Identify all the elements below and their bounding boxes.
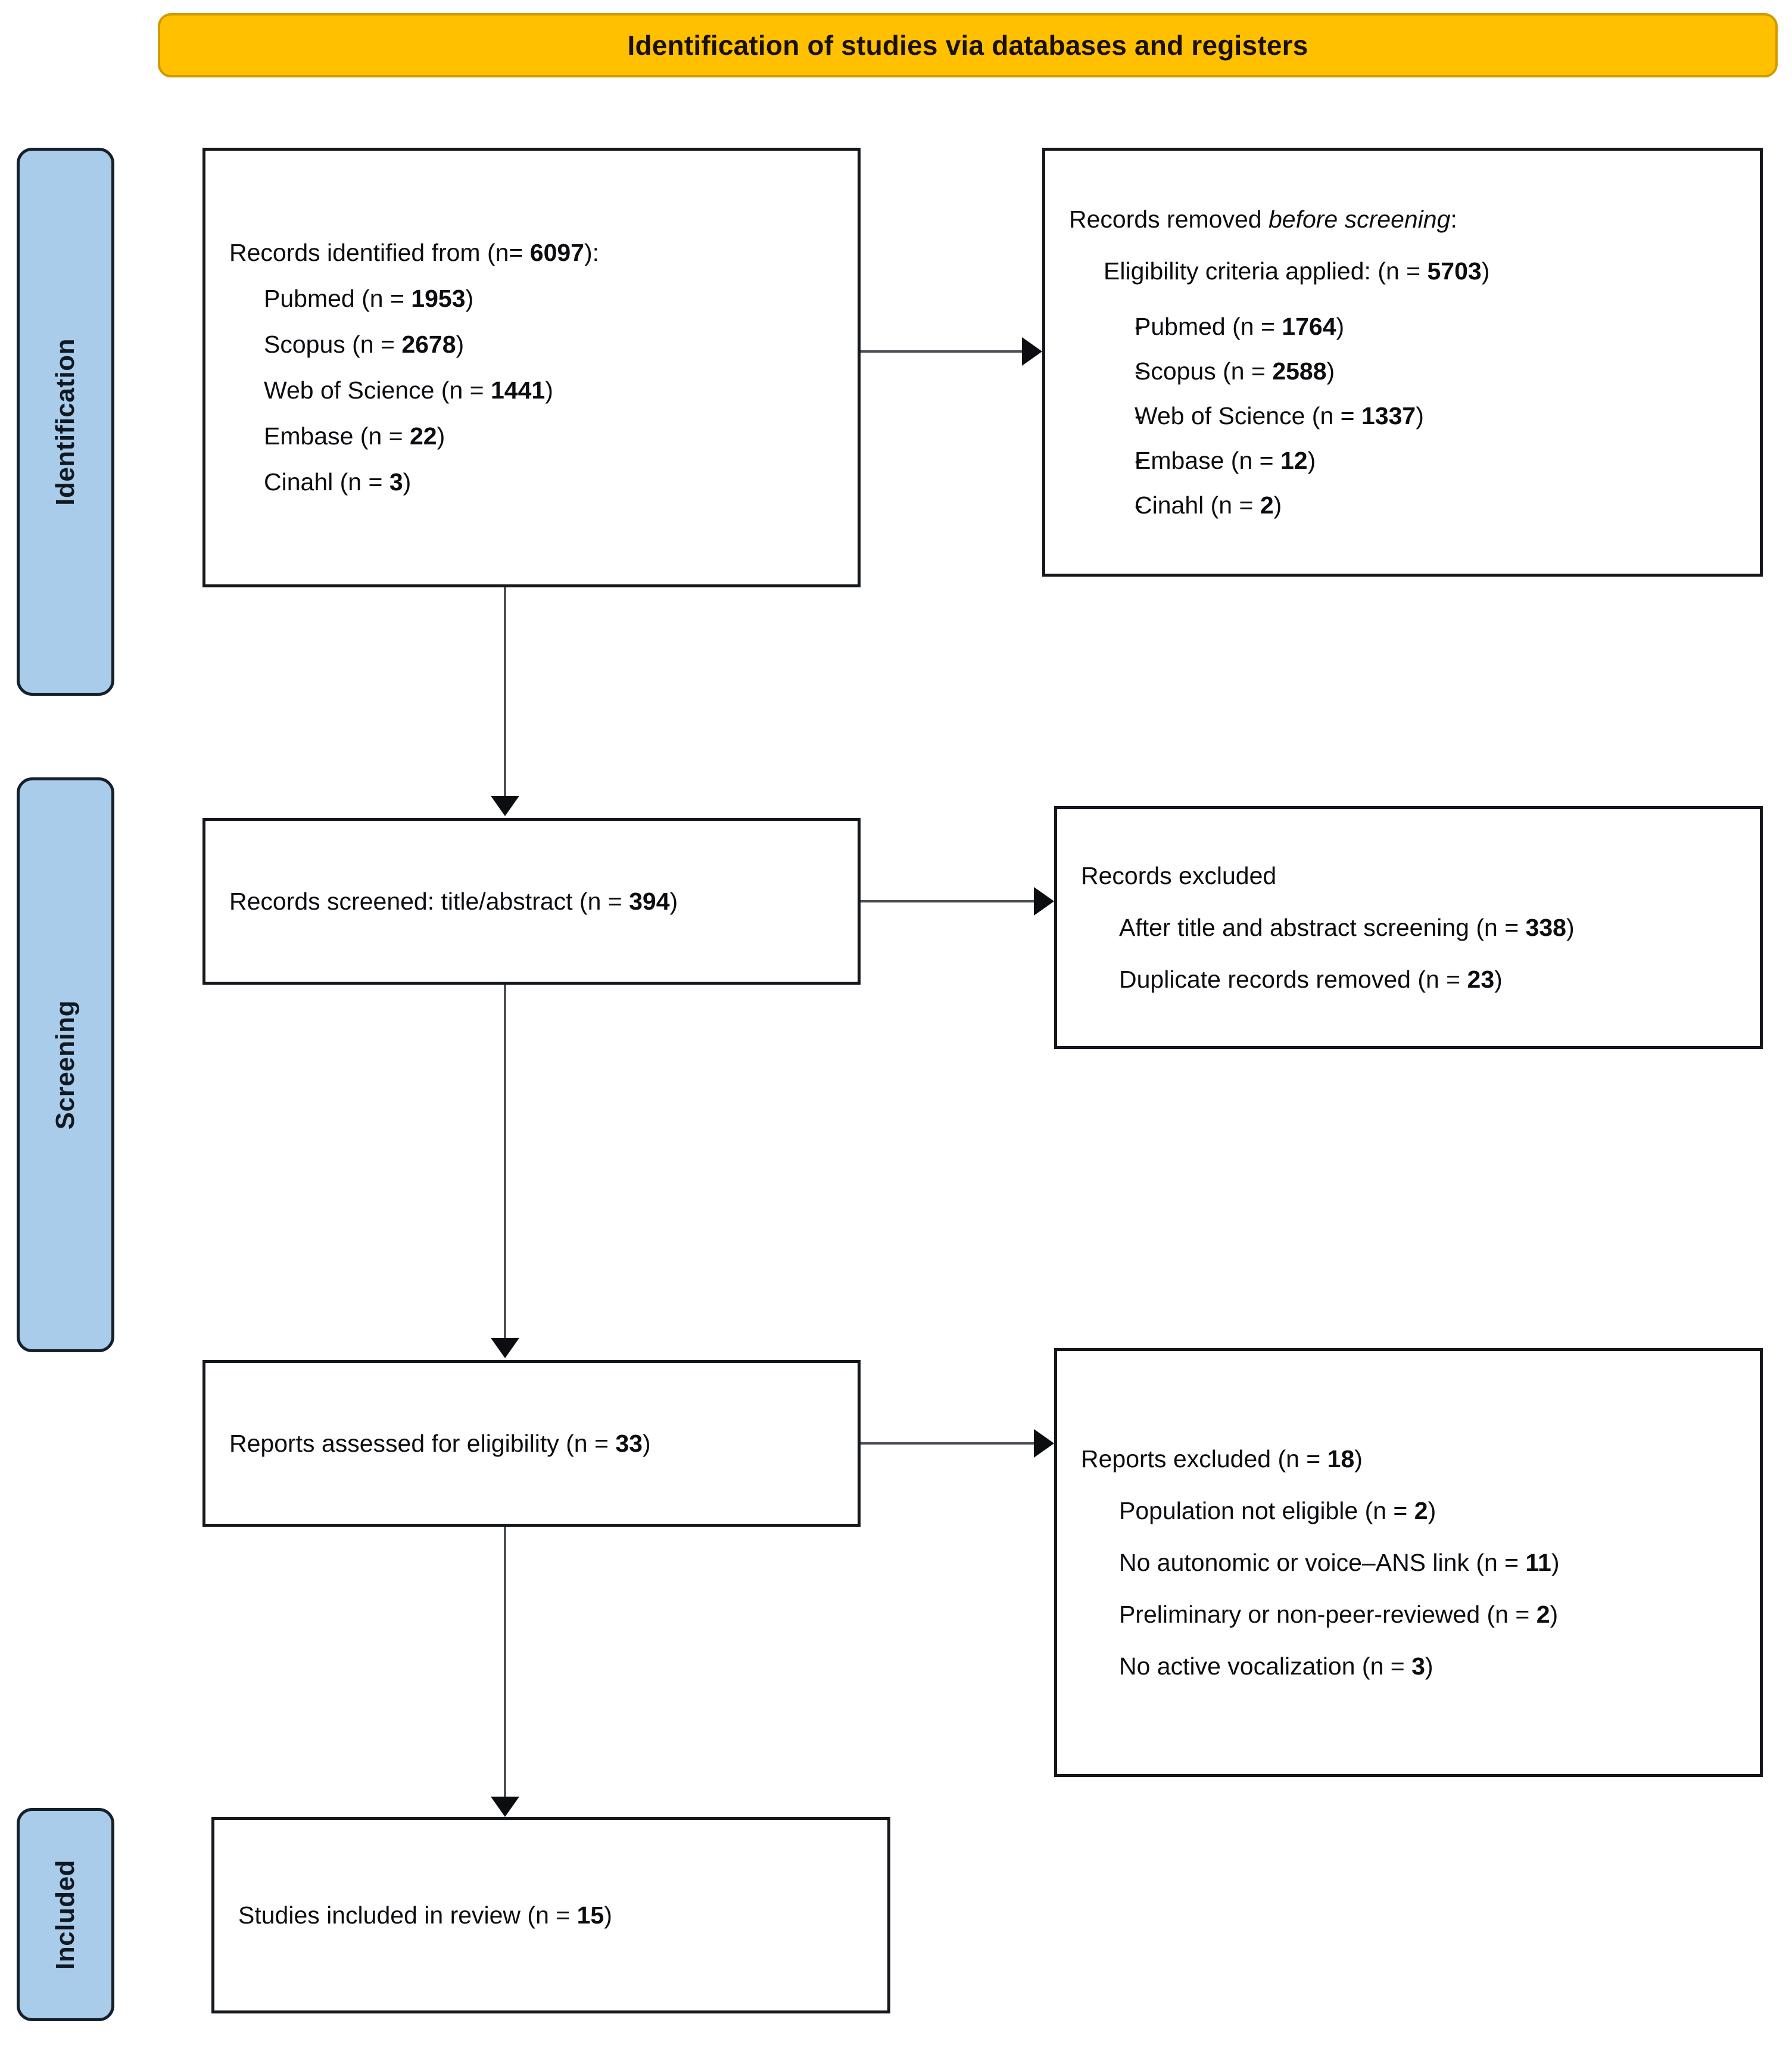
- records-excluded-reason-duplicates: Duplicate records removed (n = 23): [1119, 965, 1503, 993]
- reports-excluded-value-population: 2: [1414, 1496, 1428, 1524]
- arrow-down-icon: [491, 796, 519, 816]
- header-title: Identification of studies via databases …: [627, 30, 1308, 61]
- source-value-embase: 22: [409, 422, 437, 450]
- reports-excluded-total: 18: [1327, 1445, 1355, 1473]
- reports-excluded-heading: Reports excluded (n = 18): [1081, 1445, 1363, 1473]
- box-records-identified: Records identified from (n= 6097): Pubme…: [202, 148, 861, 587]
- connector-line: [504, 985, 506, 1339]
- eligibility-criteria-applied-value: 5703: [1427, 257, 1482, 285]
- removed-value-pubmed: 1764: [1282, 312, 1336, 340]
- records-excluded-heading: Records excluded: [1081, 861, 1277, 889]
- records-removed-heading-emphasis: before screening: [1268, 205, 1451, 233]
- source-value-cinahl: 3: [389, 468, 403, 496]
- bullet-dash-icon: -: [1135, 401, 1143, 429]
- box-records-excluded: Records excluded After title and abstrac…: [1054, 806, 1763, 1049]
- removed-bullet-scopus: - Scopus (n = 2588): [1069, 359, 1736, 384]
- records-screened-value: 394: [629, 887, 670, 915]
- stage-pill-screening: Screening: [17, 777, 114, 1352]
- source-value-pubmed: 1953: [411, 285, 466, 312]
- reports-excluded-reason-population: Population not eligible (n = 2): [1119, 1496, 1436, 1524]
- reports-excluded-reason-no-vocalization: No active vocalization (n = 3): [1119, 1652, 1433, 1680]
- records-removed-heading: Records removed before screening:: [1069, 205, 1457, 233]
- arrow-right-icon: [1022, 337, 1042, 366]
- removed-value-web-of-science: 1337: [1361, 401, 1416, 429]
- stage-pill-identification: Identification: [17, 148, 114, 696]
- box-reports-excluded: Reports excluded (n = 18) Population not…: [1054, 1348, 1763, 1777]
- source-row-embase: Embase (n = 22): [264, 422, 445, 450]
- box-studies-included: Studies included in review (n = 15): [211, 1817, 890, 2013]
- reports-assessed-row: Reports assessed for eligibility (n = 33…: [229, 1429, 651, 1457]
- removed-bullet-embase: - Embase (n = 12): [1069, 446, 1736, 474]
- removed-bullet-web-of-science: - Web of Science (n = 1337): [1069, 401, 1736, 429]
- arrow-down-icon: [491, 1797, 519, 1817]
- source-value-web-of-science: 1441: [490, 376, 546, 404]
- studies-included-value: 15: [576, 1901, 604, 1929]
- reports-excluded-reason-preliminary: Preliminary or non-peer-reviewed (n = 2): [1119, 1600, 1559, 1628]
- box-records-removed-before-screening: Records removed before screening: Eligib…: [1042, 148, 1763, 577]
- source-row-pubmed: Pubmed (n = 1953): [264, 285, 474, 312]
- box-reports-assessed-for-eligibility: Reports assessed for eligibility (n = 33…: [202, 1360, 861, 1527]
- reports-excluded-reason-no-ans-link: No autonomic or voice–ANS link (n = 11): [1119, 1548, 1560, 1576]
- reports-assessed-value: 33: [615, 1429, 643, 1457]
- removed-value-cinahl: 2: [1260, 491, 1274, 519]
- removed-value-embase: 12: [1280, 446, 1308, 474]
- reports-excluded-value-preliminary: 2: [1536, 1600, 1550, 1628]
- stage-label-identification: Identification: [51, 338, 80, 506]
- connector-line: [861, 1442, 1040, 1445]
- stage-label-included: Included: [51, 1859, 80, 1970]
- reports-excluded-value-no-vocalization: 3: [1411, 1652, 1425, 1680]
- records-identified-heading: Records identified from (n= 6097):: [229, 239, 600, 266]
- connector-line: [504, 1527, 506, 1798]
- records-excluded-value-duplicates: 23: [1467, 965, 1495, 993]
- removed-value-scopus: 2588: [1272, 357, 1327, 385]
- bullet-dash-icon: -: [1135, 357, 1143, 385]
- arrow-right-icon: [1034, 887, 1054, 916]
- eligibility-criteria-applied-row: Eligibility criteria applied: (n = 5703): [1104, 257, 1490, 285]
- records-identified-total: 6097: [529, 239, 584, 266]
- stage-label-screening: Screening: [51, 1000, 80, 1130]
- records-excluded-reason-title-abstract: After title and abstract screening (n = …: [1119, 913, 1575, 941]
- bullet-dash-icon: -: [1135, 312, 1143, 340]
- records-screened-row: Records screened: title/abstract (n = 39…: [229, 887, 678, 915]
- header-banner: Identification of studies via databases …: [158, 13, 1778, 77]
- bullet-dash-icon: -: [1135, 491, 1143, 519]
- reports-excluded-value-no-ans-link: 11: [1525, 1548, 1551, 1576]
- bullet-dash-icon: -: [1135, 446, 1143, 474]
- studies-included-row: Studies included in review (n = 15): [238, 1901, 612, 1929]
- removed-bullet-pubmed: - Pubmed (n = 1764): [1069, 312, 1736, 340]
- box-records-screened: Records screened: title/abstract (n = 39…: [202, 818, 861, 985]
- removed-bullet-cinahl: - Cinahl (n = 2): [1069, 493, 1736, 518]
- source-row-cinahl: Cinahl (n = 3): [264, 468, 412, 496]
- source-row-scopus: Scopus (n = 2678): [264, 331, 465, 358]
- records-excluded-value-title-abstract: 338: [1525, 913, 1566, 941]
- arrow-right-icon: [1034, 1429, 1054, 1458]
- arrow-down-icon: [491, 1338, 519, 1358]
- source-row-web-of-science: Web of Science (n = 1441): [264, 376, 553, 404]
- connector-line: [861, 900, 1040, 902]
- source-value-scopus: 2678: [401, 331, 456, 358]
- connector-line: [504, 587, 506, 797]
- connector-line: [861, 350, 1029, 353]
- stage-pill-included: Included: [17, 1808, 114, 2021]
